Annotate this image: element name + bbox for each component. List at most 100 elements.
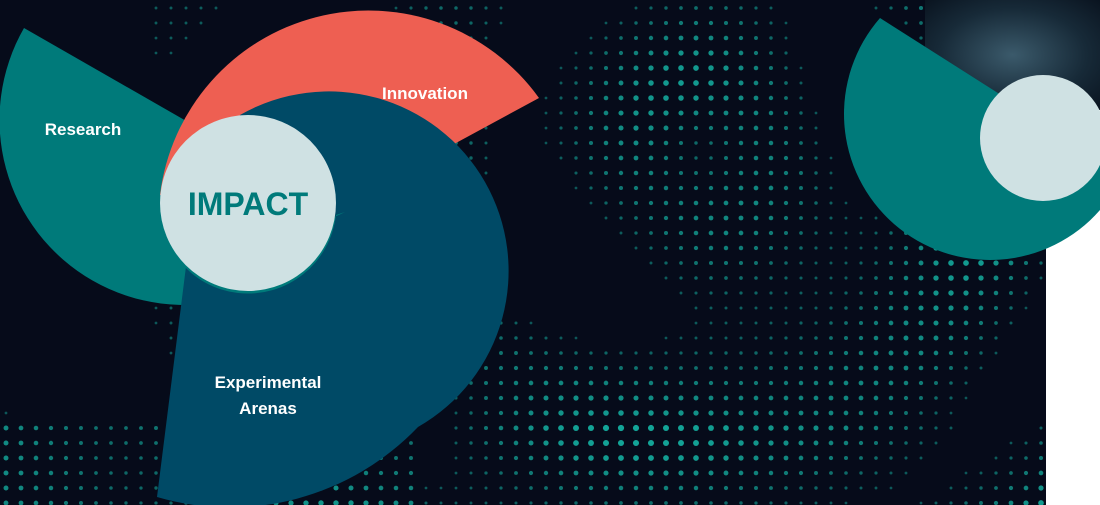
pattern-dot	[844, 291, 848, 295]
pattern-dot	[678, 65, 684, 71]
pattern-dot	[753, 65, 759, 71]
pattern-dot	[783, 170, 789, 176]
pattern-dot	[888, 425, 894, 431]
pattern-dot	[618, 155, 624, 161]
pattern-dot	[109, 441, 113, 445]
pattern-dot	[124, 486, 128, 490]
pattern-dot	[634, 21, 638, 25]
pattern-dot	[964, 396, 968, 400]
pattern-dot	[408, 485, 414, 491]
pattern-dot	[648, 35, 654, 41]
pattern-dot	[3, 440, 9, 446]
pattern-dot	[499, 471, 503, 475]
pattern-dot	[799, 111, 803, 115]
pattern-dot	[723, 80, 729, 86]
pattern-dot	[649, 246, 653, 250]
pattern-dot	[844, 261, 848, 265]
pattern-dot	[783, 425, 789, 431]
pattern-dot	[1009, 321, 1013, 325]
pattern-dot	[559, 111, 563, 115]
pattern-dot	[513, 395, 519, 401]
pattern-dot	[768, 470, 774, 476]
pattern-dot	[79, 501, 83, 505]
pattern-dot	[768, 80, 774, 86]
pattern-dot	[484, 366, 488, 370]
pattern-dot	[678, 80, 684, 86]
pattern-dot	[799, 126, 803, 130]
pattern-dot	[753, 215, 759, 221]
pattern-dot	[979, 486, 983, 490]
pattern-dot	[798, 425, 804, 431]
pattern-dot	[768, 125, 774, 131]
pattern-dot	[724, 6, 728, 10]
pattern-dot	[814, 291, 818, 295]
pattern-dot	[1024, 291, 1028, 295]
pattern-dot	[858, 350, 864, 356]
pattern-dot	[994, 471, 998, 475]
pattern-dot	[858, 320, 864, 326]
pattern-dot	[829, 246, 833, 250]
pattern-dot	[109, 471, 113, 475]
pattern-dot	[814, 471, 818, 475]
pattern-dot	[918, 5, 924, 11]
pattern-dot	[783, 155, 789, 161]
pattern-dot	[633, 485, 639, 491]
pattern-dot	[679, 261, 683, 265]
pattern-dot	[48, 485, 54, 491]
pattern-dot	[784, 66, 788, 70]
pattern-dot	[63, 425, 69, 431]
pattern-dot	[738, 230, 744, 236]
pattern-dot	[634, 231, 638, 235]
pattern-dot	[33, 440, 39, 446]
pattern-dot	[169, 351, 173, 355]
pattern-dot	[513, 455, 519, 461]
pattern-dot	[964, 366, 968, 370]
pattern-dot	[769, 276, 773, 280]
pattern-dot	[813, 455, 819, 461]
pattern-dot	[529, 351, 533, 355]
pattern-dot	[919, 396, 923, 400]
pattern-dot	[648, 125, 654, 131]
pattern-dot	[498, 410, 504, 416]
pattern-dot	[663, 395, 669, 401]
pattern-dot	[679, 156, 683, 160]
pattern-dot	[904, 441, 908, 445]
pattern-dot	[648, 110, 654, 116]
pattern-dot	[799, 261, 803, 265]
pattern-dot	[738, 65, 744, 71]
pattern-dot	[784, 276, 788, 280]
pattern-dot	[603, 95, 609, 101]
pattern-dot	[754, 261, 758, 265]
pattern-dot	[918, 305, 924, 311]
pattern-dot	[63, 470, 69, 476]
pattern-dot	[784, 246, 788, 250]
pattern-dot	[393, 485, 399, 491]
pattern-dot	[709, 141, 713, 145]
pattern-dot	[859, 456, 863, 460]
pattern-dot	[799, 66, 803, 70]
pattern-dot	[573, 485, 579, 491]
pattern-dot	[814, 276, 818, 280]
pattern-dot	[649, 6, 653, 10]
pattern-dot	[994, 456, 998, 460]
pattern-dot	[784, 291, 788, 295]
pattern-dot	[784, 366, 788, 370]
pattern-dot	[619, 351, 623, 355]
pattern-dot	[124, 471, 128, 475]
pattern-dot	[544, 96, 548, 100]
pattern-dot	[724, 291, 728, 295]
pattern-dot	[753, 125, 759, 131]
pattern-dot	[949, 381, 953, 385]
pattern-dot	[694, 351, 698, 355]
pattern-dot	[738, 170, 744, 176]
pattern-dot	[378, 500, 384, 505]
pattern-dot	[288, 500, 294, 505]
pattern-dot	[154, 441, 158, 445]
pattern-dot	[574, 96, 578, 100]
pattern-dot	[678, 215, 684, 221]
pattern-dot	[799, 336, 803, 340]
pattern-dot	[499, 336, 503, 340]
pattern-dot	[858, 410, 864, 416]
pattern-dot	[649, 21, 653, 25]
